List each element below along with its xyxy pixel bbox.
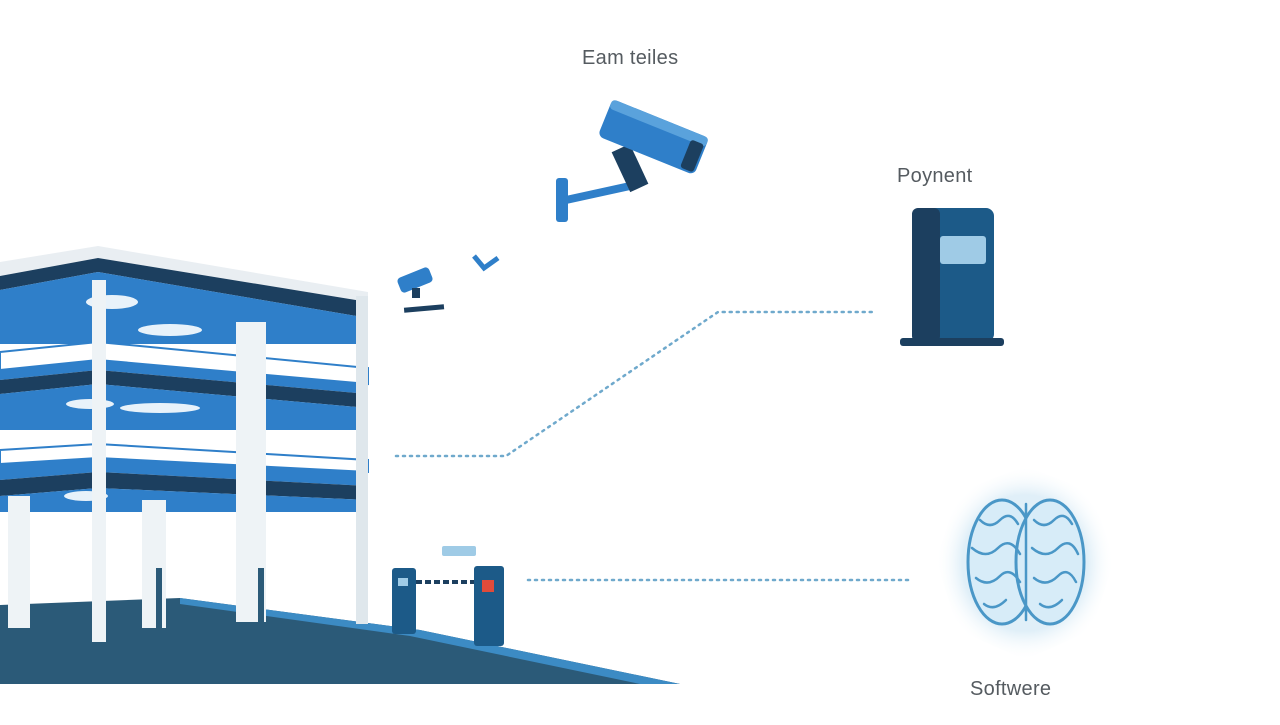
cameras-label: Eam teiles xyxy=(582,47,679,69)
payment-kiosk-icon xyxy=(900,208,1004,346)
brain-icon xyxy=(936,466,1114,660)
ground-ramp xyxy=(0,598,680,684)
barrier-gate-icon xyxy=(392,546,504,646)
parking-garage-icon xyxy=(0,246,369,642)
payment-label: Poynent xyxy=(897,165,973,187)
connector-lines xyxy=(394,310,914,582)
software-label: Softwere xyxy=(970,678,1052,700)
small-camera-icon xyxy=(397,254,500,313)
connector-payment xyxy=(394,310,878,458)
security-camera-icon xyxy=(556,100,708,222)
